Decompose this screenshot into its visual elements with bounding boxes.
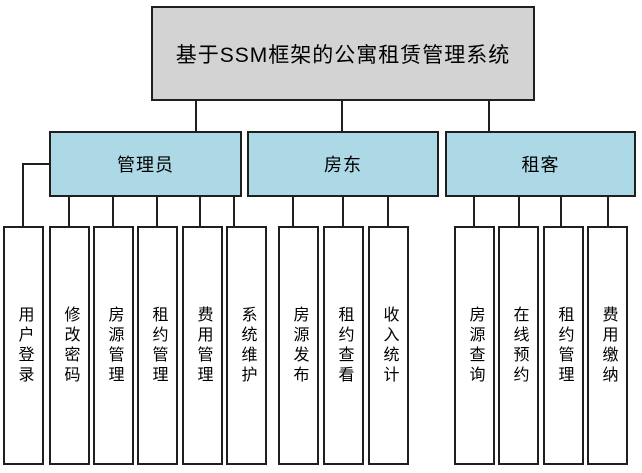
leaf-node: 租约查看 [323, 226, 364, 465]
connector-elbow-horizontal [22, 163, 51, 165]
leaf-node: 房源管理 [93, 226, 134, 465]
leaf-node: 在线预约 [498, 226, 539, 465]
leaf-node-label: 收入统计 [380, 305, 398, 386]
connector-group-1-leaf-0 [292, 197, 294, 226]
leaf-node-label: 房源查询 [466, 305, 484, 386]
connector-group-0-leaf-1 [112, 197, 114, 226]
connector-group-2-leaf-3 [607, 197, 609, 226]
leaf-node: 用户登录 [3, 226, 44, 465]
leaf-node-label: 租约管理 [149, 305, 167, 386]
connector-group-2-leaf-1 [518, 197, 520, 226]
group-node-tenant: 租客 [445, 131, 636, 197]
leaf-node-label: 用户登录 [15, 305, 33, 386]
leaf-node-label: 系统维护 [238, 305, 256, 386]
leaf-node-label: 租约管理 [555, 305, 573, 386]
leaf-node: 房源查询 [454, 226, 495, 465]
connector-root-to-group-1 [341, 101, 343, 131]
leaf-node-label: 修改密码 [61, 305, 79, 386]
leaf-node: 系统维护 [226, 226, 267, 465]
connector-group-0-leaf-3 [199, 197, 201, 226]
leaf-node: 房源发布 [278, 226, 319, 465]
connector-root-to-group-2 [488, 101, 490, 131]
connector-root-to-group-0 [195, 101, 197, 131]
group-node-administrator: 管理员 [49, 131, 242, 197]
leaf-node-label: 房源管理 [105, 305, 123, 386]
leaf-node: 租约管理 [543, 226, 584, 465]
connector-group-2-leaf-2 [560, 197, 562, 226]
group-node-landlord: 房东 [247, 131, 439, 197]
leaf-node: 收入统计 [368, 226, 409, 465]
connector-group-1-leaf-1 [342, 197, 344, 226]
leaf-node-label: 费用管理 [194, 305, 212, 386]
root-node: 基于SSM框架的公寓租赁管理系统 [151, 6, 535, 101]
connector-group-0-leaf-4 [233, 197, 235, 226]
leaf-node: 租约管理 [137, 226, 178, 465]
leaf-node-label: 房源发布 [290, 305, 308, 386]
connector-elbow-vertical [22, 163, 24, 226]
leaf-node: 费用管理 [182, 226, 223, 465]
connector-group-0-leaf-2 [156, 197, 158, 226]
leaf-node: 修改密码 [49, 226, 90, 465]
connector-group-1-leaf-2 [387, 197, 389, 226]
connector-group-0-leaf-0 [68, 197, 70, 226]
leaf-node-label: 租约查看 [335, 305, 353, 386]
leaf-node-label: 在线预约 [510, 305, 528, 386]
connector-group-2-leaf-0 [473, 197, 475, 226]
leaf-node: 费用缴纳 [587, 226, 628, 465]
leaf-node-label: 费用缴纳 [599, 305, 617, 386]
